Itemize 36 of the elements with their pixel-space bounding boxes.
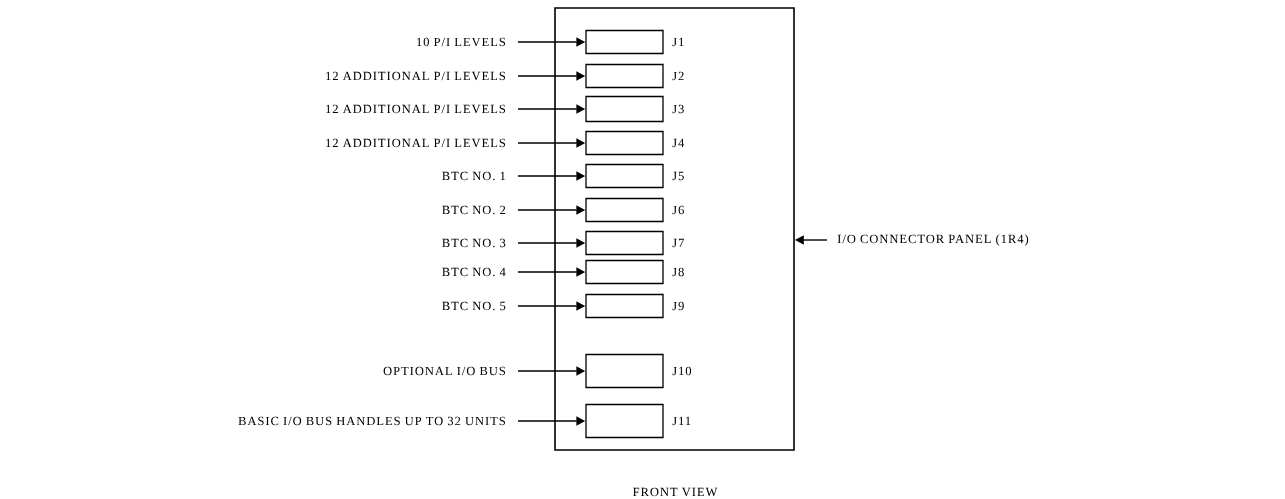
caption: FRONT VIEW bbox=[633, 487, 718, 497]
connector-socket bbox=[585, 63, 664, 89]
connector-label: J7 bbox=[672, 238, 684, 248]
connector-label: J1 bbox=[672, 37, 684, 47]
label-text: BTC NO. 5 bbox=[442, 301, 506, 311]
label-text: BTC NO. 3 bbox=[442, 238, 506, 248]
connector-label: J10 bbox=[672, 366, 692, 376]
label-text: OPTIONAL I/O BUS bbox=[383, 366, 505, 376]
connector-socket bbox=[585, 403, 664, 439]
label-text: I/O CONNECTOR PANEL (1R4) bbox=[837, 234, 1029, 246]
label-text: 10 P/I LEVELS bbox=[417, 37, 506, 47]
connector-socket bbox=[585, 259, 664, 285]
connector-label: J5 bbox=[672, 171, 684, 181]
label-text: 12 ADDITIONAL P/I LEVELS bbox=[326, 138, 506, 148]
connector-label: J3 bbox=[672, 104, 684, 114]
connector-socket bbox=[585, 163, 664, 189]
connector-socket bbox=[585, 29, 664, 55]
label-text: BTC NO. 2 bbox=[442, 205, 506, 215]
label-text: BTC NO. 4 bbox=[442, 267, 506, 277]
label-text: BTC NO. 1 bbox=[442, 171, 506, 181]
connector-label: J11 bbox=[672, 416, 691, 426]
connector-socket bbox=[585, 130, 664, 156]
connector-label: J2 bbox=[672, 71, 684, 81]
connector-socket bbox=[585, 230, 664, 256]
connector-label: J6 bbox=[672, 205, 684, 215]
label-text: 12 ADDITIONAL P/I LEVELS bbox=[326, 104, 506, 114]
connector-socket bbox=[585, 293, 664, 319]
connector-socket bbox=[585, 197, 664, 223]
label-text: BASIC I/O BUS HANDLES UP TO 32 UNITS bbox=[238, 416, 505, 426]
label-text: 12 ADDITIONAL P/I LEVELS bbox=[326, 71, 506, 81]
connector-label: J9 bbox=[672, 301, 684, 311]
connector-label: J4 bbox=[672, 138, 685, 148]
connector-socket bbox=[585, 353, 664, 389]
connector-socket bbox=[585, 95, 664, 123]
connector-label: J8 bbox=[672, 267, 684, 277]
connector-panel bbox=[554, 7, 795, 451]
